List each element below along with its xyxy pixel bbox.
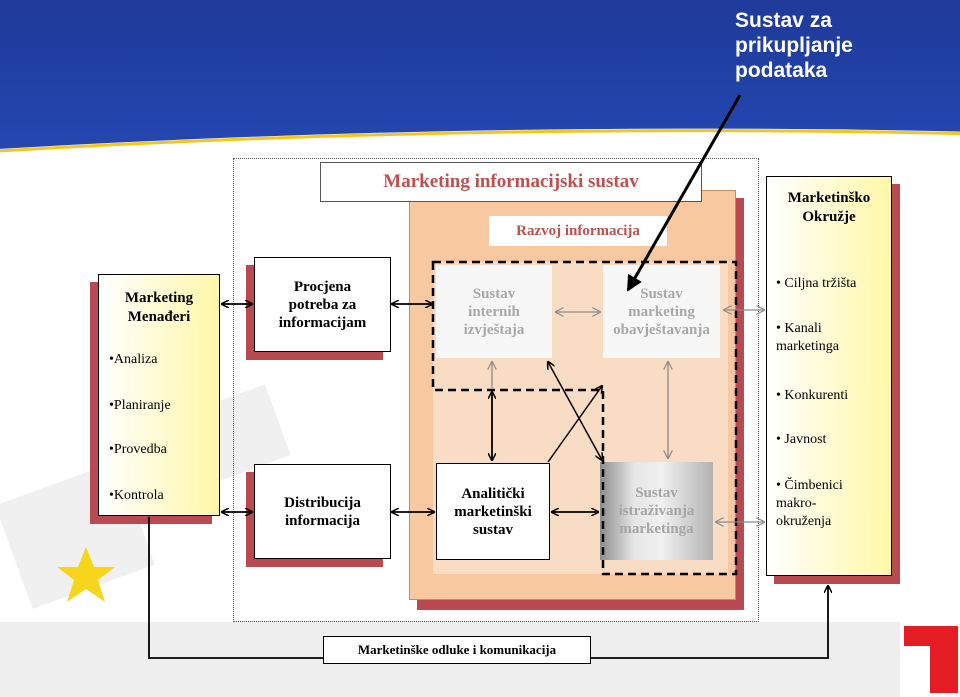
logo-icon (900, 622, 960, 697)
managers-title: Marketing (124, 290, 194, 306)
callout-text: Sustav za prikupljanje podataka (735, 8, 935, 83)
okruzje-title: Okružje (802, 209, 856, 225)
managers-item: •Provedba (109, 442, 167, 457)
razvoj-label: Razvoj informacija (489, 216, 667, 246)
okruzje-panel: Marketinško Okružje • Ciljna tržišta • K… (766, 176, 892, 576)
managers-item: •Analiza (109, 352, 158, 367)
managers-panel: Marketing Menađeri •Analiza •Planiranje … (98, 274, 220, 516)
callout-line: podataka (735, 59, 828, 82)
callout-arrow (626, 94, 742, 292)
mis-title: Marketing informacijski sustav (320, 162, 702, 202)
dashed-outline (431, 260, 738, 576)
decisions-label: Marketinške odluke i komunikacija (323, 636, 591, 664)
callout-line: Sustav za (735, 9, 832, 32)
managers-item: •Planiranje (109, 398, 171, 413)
arrow (547, 386, 602, 463)
banner-swoosh (0, 128, 960, 180)
okruzje-item: • Javnost (776, 432, 827, 447)
managers-item: •Kontrola (109, 488, 164, 503)
okruzje-title: Marketinško (787, 190, 871, 206)
header-banner (0, 0, 960, 150)
star-icon (57, 547, 115, 602)
okruzje-item: • Ciljna tržišta (776, 276, 857, 291)
arrow (548, 362, 602, 460)
managers-title: Menađeri (127, 309, 191, 325)
callout-line: prikupljanje (735, 34, 853, 57)
mis-frame (233, 158, 759, 622)
okruzje-item: • Konkurenti (776, 388, 849, 403)
